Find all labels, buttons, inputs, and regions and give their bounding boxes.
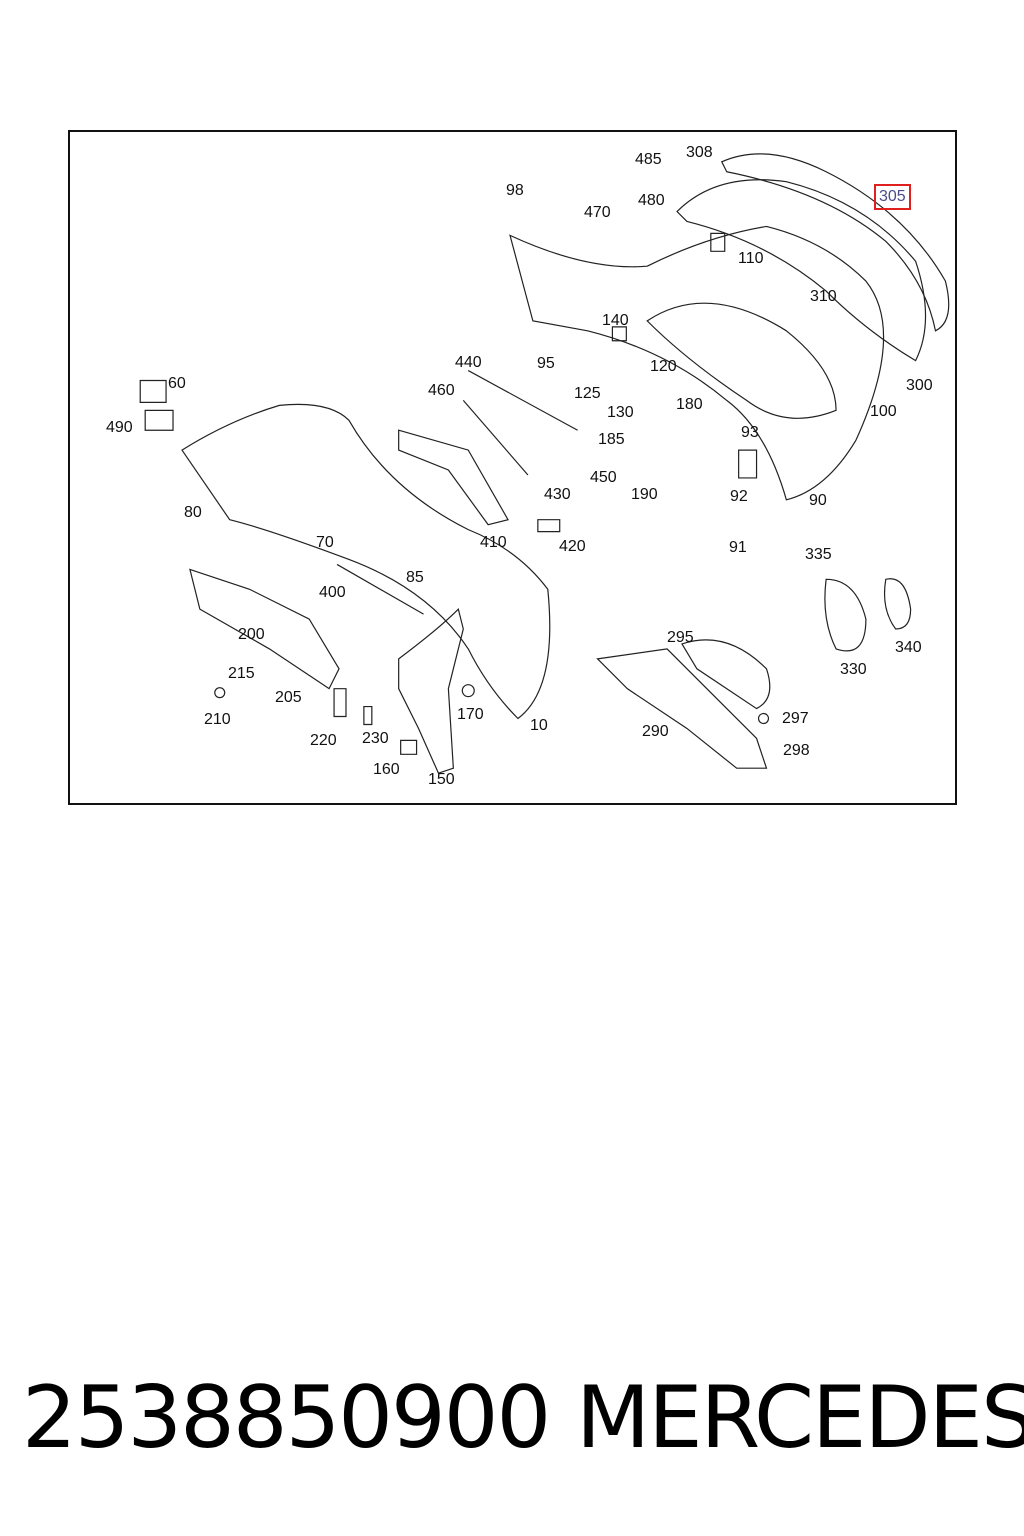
diffuser-panel <box>647 303 836 418</box>
callout-100: 100 <box>870 403 897 420</box>
callout-190: 190 <box>631 486 658 503</box>
callout-330: 330 <box>840 661 867 678</box>
impact-absorber <box>190 569 339 688</box>
small-part-110 <box>711 233 725 251</box>
lower-bumper-cover <box>182 404 550 718</box>
side-bracket <box>399 609 464 773</box>
bumper-exploded-diagram <box>70 132 955 803</box>
small-part-230 <box>364 707 372 725</box>
callout-210: 210 <box>204 711 231 728</box>
callout-470: 470 <box>584 204 611 221</box>
callout-110: 110 <box>738 250 764 267</box>
callout-90: 90 <box>809 492 827 509</box>
callout-340: 340 <box>895 639 922 656</box>
part-number-text: 2538850900 <box>22 1368 551 1468</box>
small-part-140 <box>612 327 626 341</box>
callout-95: 95 <box>537 355 555 372</box>
small-part-220 <box>334 689 346 717</box>
callout-70: 70 <box>316 534 334 551</box>
callout-125: 125 <box>574 385 601 402</box>
small-part-490 <box>145 410 173 430</box>
callout-185: 185 <box>598 431 625 448</box>
small-part-160 <box>401 740 417 754</box>
callout-93: 93 <box>741 424 759 441</box>
callout-130: 130 <box>607 404 634 421</box>
callout-10: 10 <box>530 717 548 734</box>
callout-420: 420 <box>559 538 586 555</box>
brand-text: MERCEDES <box>576 1368 1024 1468</box>
small-part-92 <box>739 450 757 478</box>
strip-460 <box>463 400 528 475</box>
diffuser-trim <box>682 640 770 709</box>
callout-440: 440 <box>455 354 482 371</box>
callout-297: 297 <box>782 710 809 727</box>
clip-297 <box>759 714 769 724</box>
callout-485: 485 <box>635 151 662 168</box>
callout-215: 215 <box>228 665 255 682</box>
callout-430: 430 <box>544 486 571 503</box>
callout-80: 80 <box>184 504 202 521</box>
callout-230: 230 <box>362 730 389 747</box>
small-part-420 <box>538 520 560 532</box>
callout-310: 310 <box>810 288 837 305</box>
callout-170: 170 <box>457 706 484 723</box>
callout-298: 298 <box>783 742 810 759</box>
callout-160: 160 <box>373 761 400 778</box>
callout-450: 450 <box>590 469 617 486</box>
parts-diagram-frame: 98 485 308 470 480 305 110 310 140 95 12… <box>68 130 957 805</box>
callout-300: 300 <box>906 377 933 394</box>
callout-205: 205 <box>275 689 302 706</box>
callout-290: 290 <box>642 723 669 740</box>
lower-diffuser <box>597 649 766 768</box>
callout-220: 220 <box>310 732 337 749</box>
callout-140: 140 <box>602 312 629 329</box>
callout-91: 91 <box>729 539 747 556</box>
callout-305-highlighted: 305 <box>874 184 911 210</box>
callout-60: 60 <box>168 375 186 392</box>
callout-295: 295 <box>667 629 694 646</box>
bumper-bracket <box>399 430 508 524</box>
callout-480: 480 <box>638 192 665 209</box>
spoiler-panel <box>677 180 926 361</box>
small-part-60 <box>140 381 166 403</box>
callout-150: 150 <box>428 771 455 788</box>
rear-spoiler-strip <box>722 154 949 331</box>
callout-200: 200 <box>238 626 265 643</box>
callout-400: 400 <box>319 584 346 601</box>
callout-308: 308 <box>686 144 713 161</box>
callout-85: 85 <box>406 569 424 586</box>
callout-120: 120 <box>650 358 677 375</box>
clip-210 <box>215 688 225 698</box>
callout-335: 335 <box>805 546 832 563</box>
exhaust-trim-left <box>825 579 866 651</box>
callout-180: 180 <box>676 396 703 413</box>
callout-490: 490 <box>106 419 133 436</box>
upper-bumper-cover <box>510 226 884 499</box>
clip-170 <box>462 685 474 697</box>
exhaust-trim-right <box>885 579 911 629</box>
callout-92: 92 <box>730 488 748 505</box>
callout-98: 98 <box>506 182 524 199</box>
callout-460: 460 <box>428 382 455 399</box>
strip-440 <box>468 371 577 431</box>
callout-410: 410 <box>480 534 507 551</box>
strip-400 <box>337 564 423 614</box>
